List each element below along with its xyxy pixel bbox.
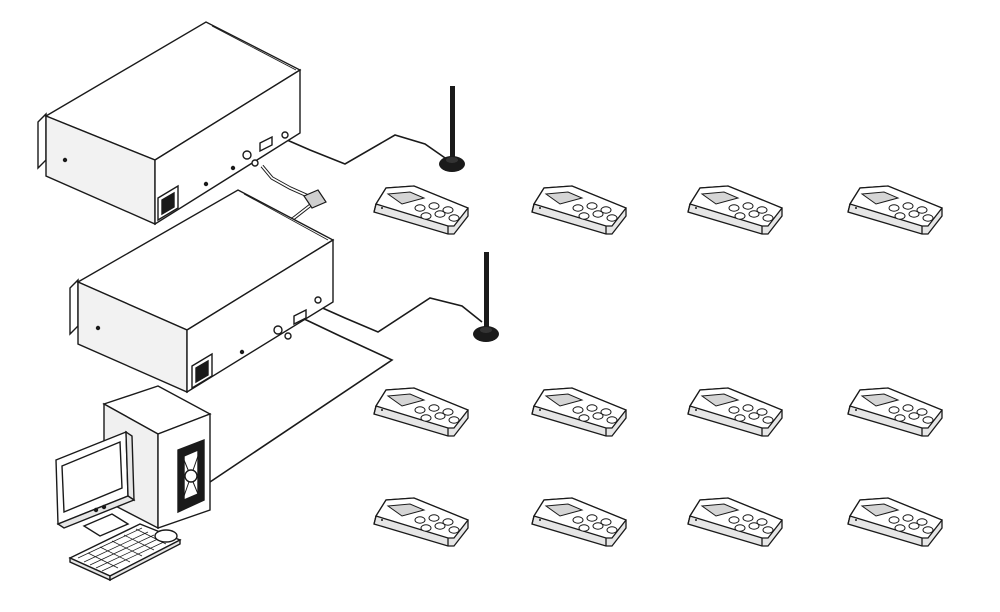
computer [55, 385, 212, 582]
keypad-3-3 [687, 497, 783, 547]
keypad-2-2 [531, 387, 627, 437]
link-connector [303, 189, 327, 209]
keypad-2-3 [687, 387, 783, 437]
pc-cable [209, 316, 394, 483]
antenna-top [439, 86, 465, 172]
keypad-1-3 [687, 185, 783, 235]
keypad-3-2 [531, 497, 627, 547]
keypad-3-4 [847, 497, 943, 547]
antenna-cable-top [286, 134, 449, 165]
keypad-2-1 [373, 387, 469, 437]
keyboard-icon [68, 523, 182, 582]
monitor-icon [55, 430, 136, 537]
antenna-bottom [473, 252, 499, 342]
keypad-1-2 [531, 185, 627, 235]
keypad-grid [373, 185, 943, 547]
base-unit-bottom [69, 189, 335, 394]
keypad-1-1 [373, 185, 469, 235]
keypad-3-1 [373, 497, 469, 547]
base-unit-top [37, 21, 302, 226]
keypad-1-4 [847, 185, 943, 235]
link-cable [260, 164, 309, 198]
antenna-cable-bottom [317, 297, 483, 333]
mouse-icon [154, 529, 178, 543]
keypad-2-4 [847, 387, 943, 437]
